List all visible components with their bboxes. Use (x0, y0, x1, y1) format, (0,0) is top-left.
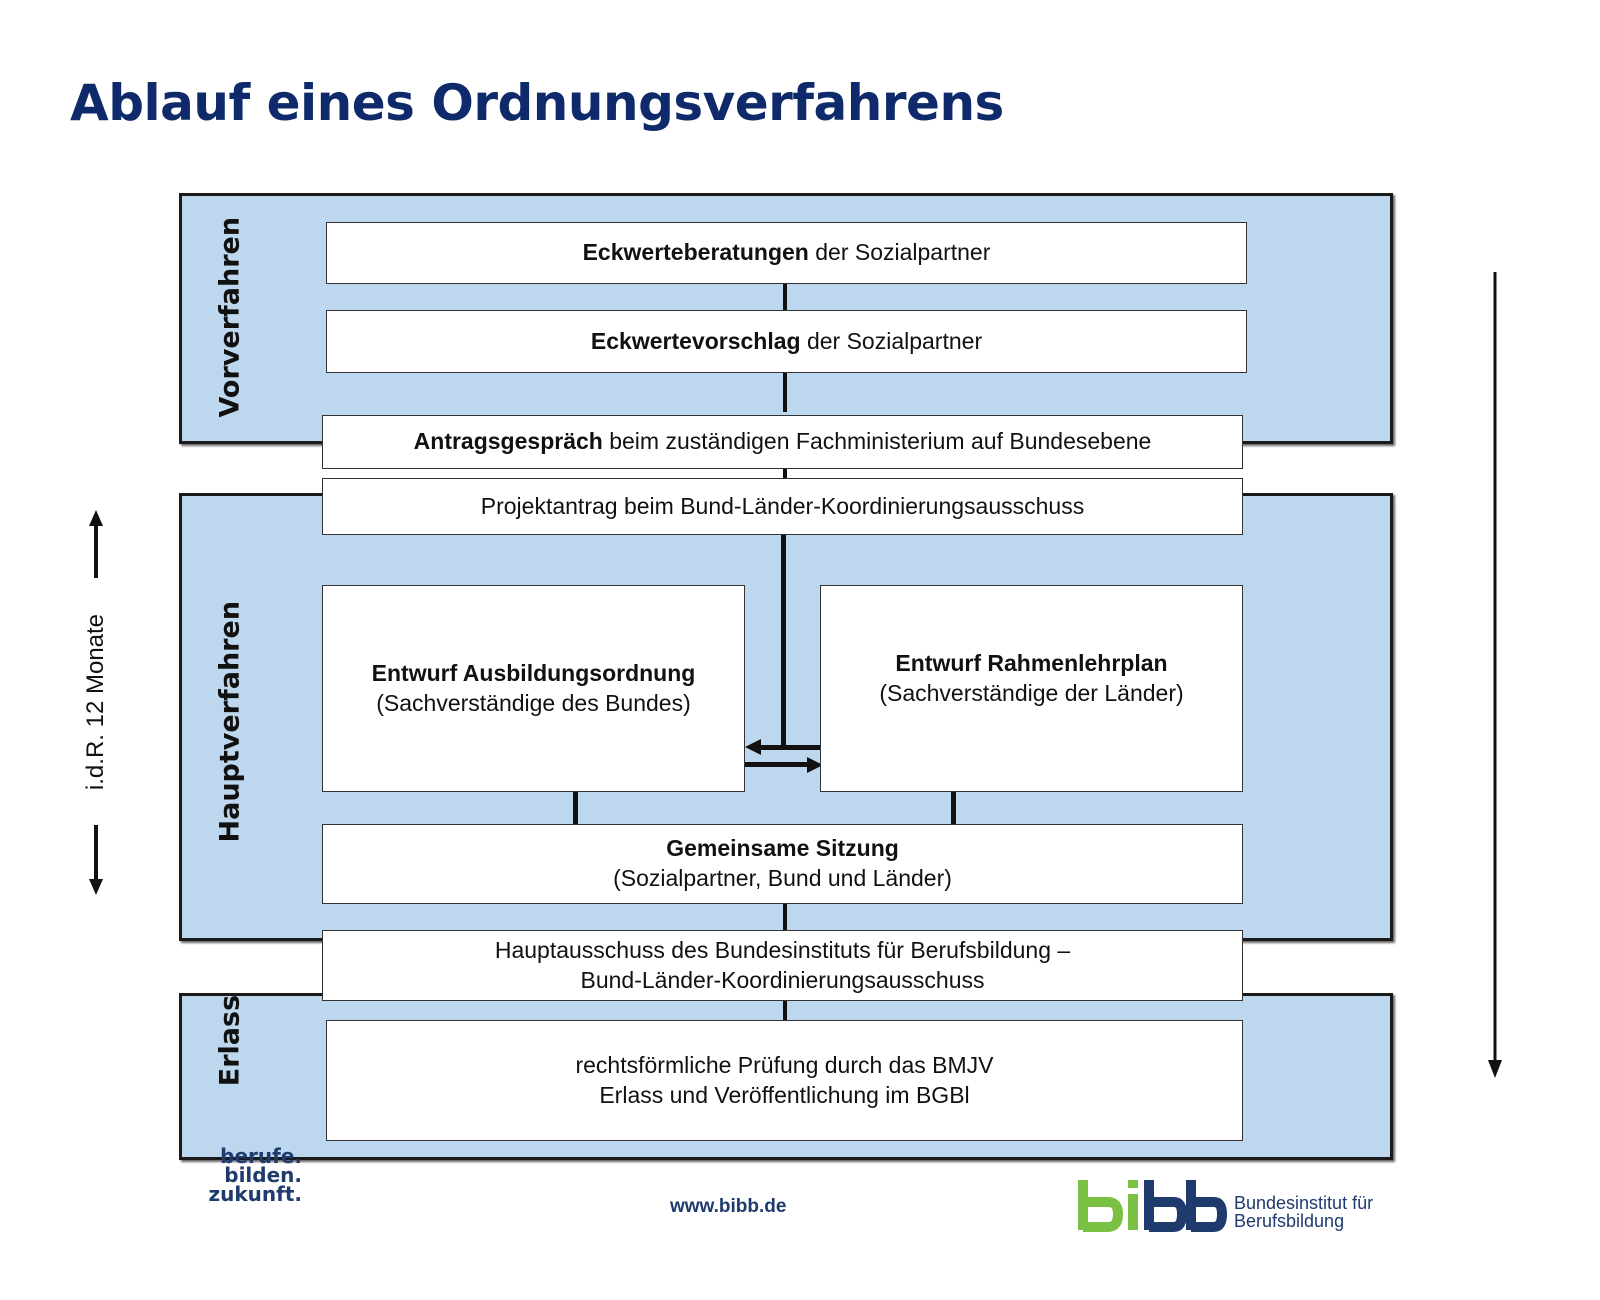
slogan-logo: berufe. bilden. zukunft. (192, 1144, 302, 1206)
step-erlass: rechtsförmliche Prüfung durch das BMJV E… (326, 1020, 1243, 1141)
step-projektantrag: Projektantrag beim Bund-Länder-Koordinie… (322, 478, 1243, 535)
step-entwurf-rahmenlehrplan: Entwurf Rahmenlehrplan (Sachverständige … (820, 585, 1243, 792)
connector (573, 792, 578, 824)
slogan-line: bilden. (224, 1163, 302, 1187)
step-title: Entwurf Ausbildungsordnung (371, 659, 696, 686)
connector (781, 535, 786, 748)
connector (783, 904, 787, 932)
org-name-line: Bundesinstitut für (1234, 1193, 1374, 1213)
phase-label-hauptverfahren: Hauptverfahren (214, 600, 246, 843)
connector (951, 792, 956, 824)
step-eckwertevorschlag: Eckwertevorschlag der Sozialpartner (326, 310, 1247, 373)
website-link[interactable]: www.bibb.de (670, 1196, 787, 1217)
step-text: Hauptausschuss des Bundesinstituts für B… (494, 936, 1071, 963)
org-name: Bundesinstitut für Berufsbildung (1234, 1194, 1373, 1230)
page-title: Ablauf eines Ordnungsverfahrens (70, 74, 1004, 132)
step-text: Projektantrag beim Bund-Länder-Koordinie… (480, 492, 1085, 519)
connector (783, 1001, 787, 1021)
step-gemeinsame-sitzung: Gemeinsame Sitzung (Sozialpartner, Bund … (322, 824, 1243, 904)
step-text: Bund-Länder-Koordinierungsausschuss (580, 966, 985, 993)
duration-arrow-icon (89, 510, 103, 895)
step-hauptausschuss: Hauptausschuss des Bundesinstituts für B… (322, 930, 1243, 1001)
step-text: Erlass und Veröffentlichung im BGBl (599, 1081, 970, 1108)
connector (757, 745, 820, 750)
bidirectional-arrow-icon (745, 739, 823, 773)
step-text: rechtsförmliche Prüfung durch das BMJV (575, 1051, 994, 1078)
step-text: (Sachverständige der Länder) (879, 679, 1184, 706)
step-title: Eckwerteberatungen (582, 239, 809, 266)
step-text: der Sozialpartner (808, 239, 991, 266)
step-antragsgespraech: Antragsgespräch beim zuständigen Fachmin… (322, 415, 1243, 469)
step-title: Eckwertevorschlag (590, 327, 801, 354)
org-name-line: Berufsbildung (1234, 1211, 1345, 1231)
connector (745, 762, 808, 767)
bibb-logo (1078, 1180, 1228, 1232)
connector (783, 469, 787, 481)
step-title: Antragsgespräch (413, 428, 603, 455)
step-text: (Sachverständige des Bundes) (376, 689, 691, 716)
step-eckwerteberatungen: Eckwerteberatungen der Sozialpartner (326, 222, 1247, 284)
process-arrow-icon (1488, 272, 1502, 1078)
step-text: beim zuständigen Fachministerium auf Bun… (602, 428, 1152, 455)
duration-label: i.d.R. 12 Monate (82, 613, 109, 791)
slogan-line: berufe. (220, 1144, 302, 1168)
step-title: Gemeinsame Sitzung (666, 835, 899, 862)
step-entwurf-ausbildungsordnung: Entwurf Ausbildungsordnung (Sachverständ… (322, 585, 745, 792)
phase-label-vorverfahren: Vorverfahren (214, 216, 246, 418)
step-title: Entwurf Rahmenlehrplan (895, 649, 1168, 676)
phase-label-erlass: Erlass (214, 994, 246, 1087)
step-text: der Sozialpartner (800, 327, 983, 354)
step-text: (Sozialpartner, Bund und Länder) (613, 865, 952, 891)
slogan-line: zukunft. (208, 1182, 302, 1206)
